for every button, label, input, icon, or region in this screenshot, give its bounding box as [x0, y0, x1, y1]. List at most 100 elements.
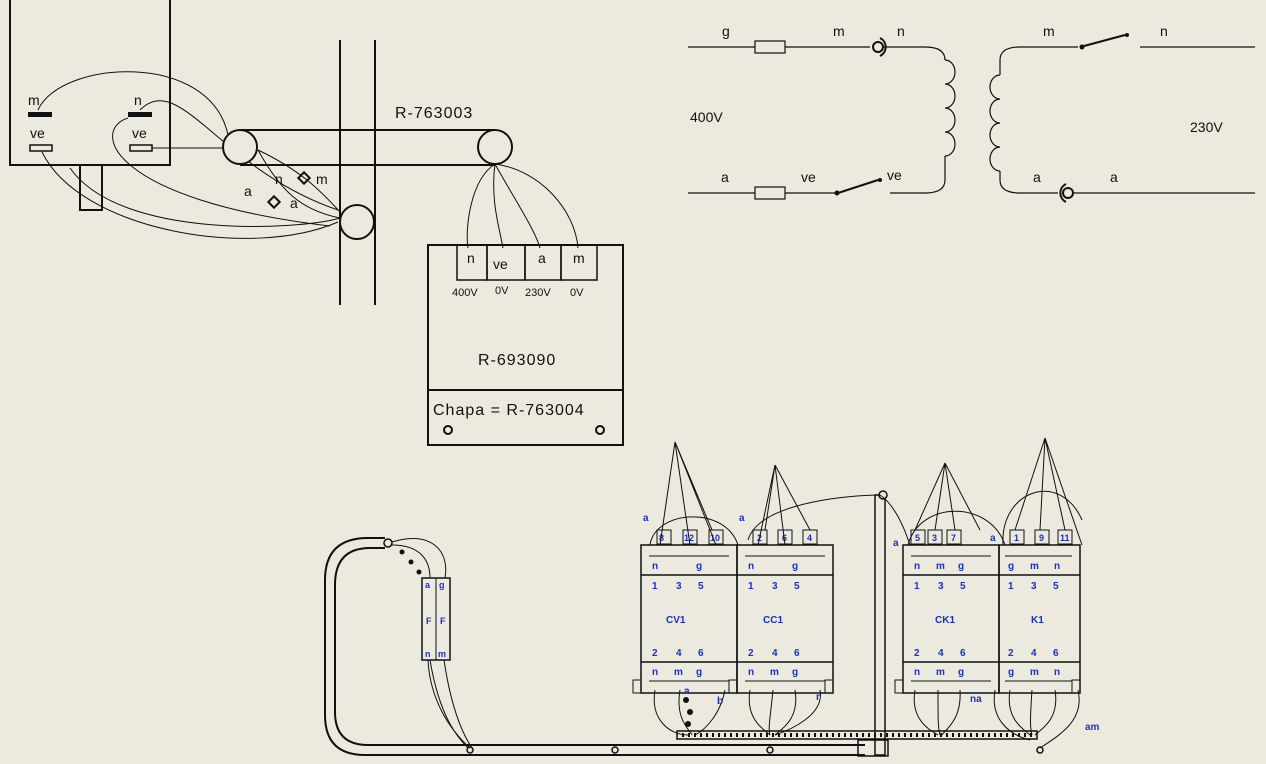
ck1-pin-3: 7 — [951, 533, 956, 543]
cv1-num-6: 6 — [698, 648, 704, 659]
ck1-bot-3: g — [958, 667, 964, 678]
crossing-label-a1: a — [244, 183, 252, 199]
ck1-top-1: n — [914, 561, 920, 572]
misc-label-a1: a — [643, 513, 649, 524]
misc-label-am: am — [1085, 722, 1100, 733]
ck1-num-4: 4 — [938, 648, 944, 659]
strip-label-f1: F — [426, 616, 432, 626]
cc1-num-1: 1 — [748, 581, 754, 592]
terminal-ve-left — [29, 144, 53, 152]
tank-label-n: n — [134, 92, 142, 108]
tank: m n ve ve — [9, 0, 341, 239]
schematic-label-a-right-2: a — [1110, 169, 1118, 185]
tank-label-m: m — [28, 92, 40, 108]
transformer-terminal-ve: ve — [493, 256, 508, 272]
k1-num-2: 2 — [1008, 648, 1014, 659]
k1-pin-3: 11 — [1060, 533, 1070, 543]
ck1-num-3: 3 — [938, 581, 944, 592]
misc-label-na: na — [970, 694, 982, 705]
crossing-label-m: m — [316, 171, 328, 187]
crossing-connector-m — [296, 170, 312, 186]
tank-label-ve-right: ve — [132, 125, 147, 141]
schematic-secondary-voltage: 230V — [1190, 119, 1223, 135]
mounting-bracket: R-763003 n m a a — [222, 40, 579, 305]
cc1-num-6: 6 — [794, 648, 800, 659]
k1-bot-3: n — [1054, 667, 1060, 678]
transformer-schematic: g m n a ve ve m n a a 400V 230V — [688, 23, 1255, 203]
crossing-label-n: n — [275, 171, 283, 187]
ck1-num-6: 6 — [960, 648, 966, 659]
k1-num-1: 1 — [1008, 581, 1014, 592]
ck1-num-2: 2 — [914, 648, 920, 659]
transformer-voltage-230: 230V — [525, 287, 551, 299]
schematic-label-g: g — [722, 23, 730, 39]
bracket-label: R-763003 — [395, 105, 473, 122]
cv1-num-1: 1 — [652, 581, 658, 592]
transformer-voltage-400: 400V — [452, 287, 478, 299]
k1-name: K1 — [1031, 615, 1044, 626]
ck1-bot-1: n — [914, 667, 920, 678]
bracket-ring-left — [222, 129, 258, 165]
cc1-num-3: 3 — [772, 581, 778, 592]
cc1-name: CC1 — [763, 615, 783, 626]
fuse-bottom — [754, 186, 786, 200]
transformer-part-number: R-693090 — [478, 352, 556, 369]
terminal-m-bar — [28, 112, 52, 117]
cv1-top-3: g — [696, 561, 702, 572]
ck1-top-3: g — [958, 561, 964, 572]
cc1-top-3: g — [792, 561, 798, 572]
strip-label-n: n — [425, 649, 431, 659]
schematic-label-n: n — [897, 23, 905, 39]
ck1-num-5: 5 — [960, 581, 966, 592]
module-k1: 1 9 11 g m n 1 3 5 K1 2 4 6 g m n — [998, 437, 1083, 694]
cc1-bot-3: g — [792, 667, 798, 678]
module-ck1: 5 3 7 n m g 1 3 5 CK1 2 4 6 n m g — [894, 462, 1006, 694]
cc1-num-5: 5 — [794, 581, 800, 592]
mount-hole-left — [443, 425, 453, 435]
k1-top-2: m — [1030, 561, 1039, 572]
k1-top-1: g — [1008, 561, 1014, 572]
ck1-top-2: m — [936, 561, 945, 572]
misc-label-a2: a — [739, 513, 745, 524]
k1-num-5: 5 — [1053, 581, 1059, 592]
k1-pin-2: 9 — [1039, 533, 1044, 543]
k1-num-3: 3 — [1031, 581, 1037, 592]
schematic-label-ve-2: ve — [887, 167, 902, 183]
transformer-voltage-0a: 0V — [495, 285, 509, 297]
k1-top-3: n — [1054, 561, 1060, 572]
misc-label-b: b — [717, 696, 723, 707]
schematic-label-m-right: m — [1043, 23, 1055, 39]
cv1-bot-2: m — [674, 667, 683, 678]
k1-bot-2: m — [1030, 667, 1039, 678]
misc-label-r: r — [816, 692, 820, 703]
schematic-label-n-right: n — [1160, 23, 1168, 39]
transformer-terminal-a: a — [538, 250, 546, 266]
module-cc1: 2 6 4 n g 1 3 5 CC1 2 4 6 n m g — [736, 464, 834, 694]
transformer-voltage-0b: 0V — [570, 287, 584, 299]
ck1-bot-2: m — [936, 667, 945, 678]
cc1-num-2: 2 — [748, 648, 754, 659]
tank-foot — [79, 164, 103, 211]
cc1-bot-1: n — [748, 667, 754, 678]
k1-bot-1: g — [1008, 667, 1014, 678]
cv1-bot-3: g — [696, 667, 702, 678]
k1-num-6: 6 — [1053, 648, 1059, 659]
transformer-plate-label: Chapa = R-763004 — [433, 402, 585, 419]
cv1-name: CV1 — [666, 615, 686, 626]
misc-label-a3: a — [893, 538, 899, 549]
fuse-top — [754, 40, 786, 54]
crossing-connector-a — [266, 194, 282, 210]
strip-label-a: a — [425, 580, 431, 590]
transformer-terminal-n: n — [467, 250, 475, 266]
ck1-pin-1: 5 — [915, 533, 920, 543]
schematic-primary-voltage: 400V — [690, 109, 723, 125]
misc-label-a4: a — [990, 533, 996, 544]
mount-hole-right — [595, 425, 605, 435]
misc-labels: a a a a a b r na am — [643, 513, 1100, 733]
terminal-ve-right — [129, 144, 153, 152]
ck1-num-1: 1 — [914, 581, 920, 592]
tank-label-ve-left: ve — [30, 125, 45, 141]
cv1-num-4: 4 — [676, 648, 682, 659]
cc1-top-1: n — [748, 561, 754, 572]
crossing-label-a2: a — [290, 195, 298, 211]
